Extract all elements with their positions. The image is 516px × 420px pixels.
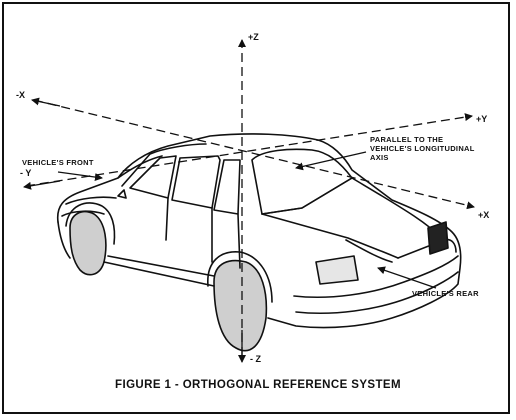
parallel-label-line1: PARALLEL TO THE	[370, 135, 443, 144]
pos-y-label: +Y	[476, 114, 487, 124]
parallel-label-line2: VEHICLE'S LONGITUDINAL	[370, 144, 475, 153]
front-leader-line	[57, 171, 103, 182]
parallel-leader-line	[295, 151, 367, 171]
pos-z-label: +Z	[248, 32, 259, 42]
x-axis-neg-arrow	[31, 97, 61, 107]
vehicle-front-label: VEHICLE'S FRONT	[22, 158, 94, 167]
vehicle-drawing	[56, 133, 462, 352]
neg-z-label: - Z	[250, 354, 261, 364]
pos-x-label: +X	[478, 210, 489, 220]
axes-group	[23, 39, 475, 363]
x-axis-line	[33, 99, 475, 210]
parallel-label-line3: AXIS	[370, 153, 389, 162]
vehicle-rear-label: VEHICLE'S REAR	[412, 289, 479, 298]
neg-x-label: -X	[16, 90, 25, 100]
neg-y-label: - Y	[20, 168, 31, 178]
y-axis-neg-arrow	[23, 180, 61, 190]
figure-caption: FIGURE 1 - ORTHOGONAL REFERENCE SYSTEM	[115, 379, 401, 391]
rear-leader-line	[377, 266, 437, 289]
